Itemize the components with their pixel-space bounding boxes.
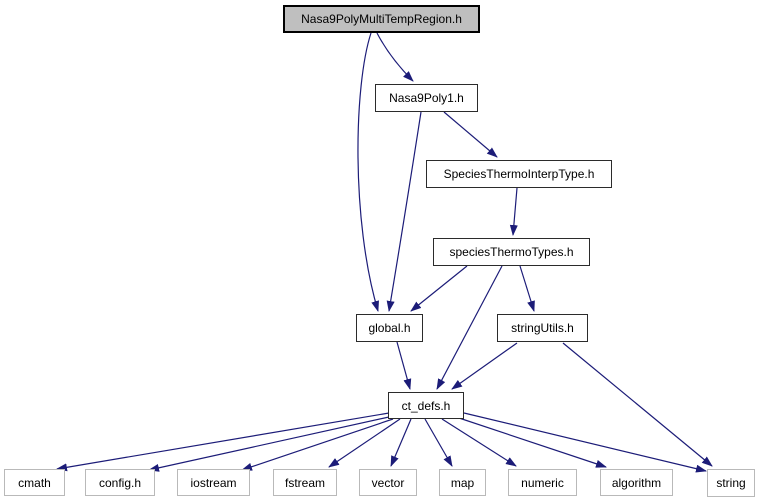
node-speciesthermotypes-h[interactable]: speciesThermoTypes.h (433, 238, 590, 266)
node-vector: vector (359, 469, 417, 496)
node-string: string (707, 469, 755, 497)
node-iostream: iostream (177, 469, 250, 496)
node-nasa9poly1-h[interactable]: Nasa9Poly1.h (375, 84, 478, 112)
edge-Nasa9Poly1.h-to-global.h (386, 111, 422, 312)
node-map: map (439, 469, 486, 496)
edge-speciesThermoTypes.h-to-stringUtils.h (519, 265, 535, 312)
edge-ct_defs.h-to-config.h (148, 416, 390, 472)
edge-ct_defs.h-to-string (463, 412, 707, 473)
node-nasa9polymultitempregion-h: Nasa9PolyMultiTempRegion.h (283, 5, 480, 33)
edge-ct_defs.h-to-fstream (328, 418, 401, 468)
edge-ct_defs.h-to-map (424, 418, 453, 467)
edge-speciesThermoTypes.h-to-global.h (410, 265, 468, 312)
node-config-h: config.h (85, 469, 155, 496)
node-ct-defs-h[interactable]: ct_defs.h (388, 392, 464, 419)
edge-stringUtils.h-to-string (562, 342, 713, 467)
node-cmath: cmath (4, 469, 65, 496)
edge-global.h-to-ct_defs.h (396, 341, 412, 390)
edge-Nasa9Poly1.h-to-SpeciesThermoInterpType.h (443, 111, 498, 158)
node-numeric: numeric (508, 469, 577, 496)
edge-ct_defs.h-to-cmath (56, 412, 390, 472)
edge-speciesThermoTypes.h-to-ct_defs.h (436, 265, 503, 390)
edge-ct_defs.h-to-algorithm (455, 416, 607, 468)
node-algorithm: algorithm (600, 469, 673, 496)
edge-ct_defs.h-to-numeric (441, 418, 517, 467)
node-fstream: fstream (273, 469, 337, 496)
node-global-h[interactable]: global.h (356, 314, 423, 342)
node-speciesthermointerptype-h[interactable]: SpeciesThermoInterpType.h (426, 160, 612, 188)
node-stringutils-h[interactable]: stringUtils.h (497, 314, 588, 342)
edge-ct_defs.h-to-vector (390, 418, 412, 467)
edge-stringUtils.h-to-ct_defs.h (451, 342, 518, 390)
edge-Nasa9PolyMultiTempRegion.h-to-Nasa9Poly1.h (376, 32, 414, 82)
edge-SpeciesThermoInterpType.h-to-speciesThermoTypes.h (509, 187, 518, 236)
edge-Nasa9PolyMultiTempRegion.h-to-global.h (357, 32, 379, 312)
edge-ct_defs.h-to-iostream (241, 418, 394, 471)
